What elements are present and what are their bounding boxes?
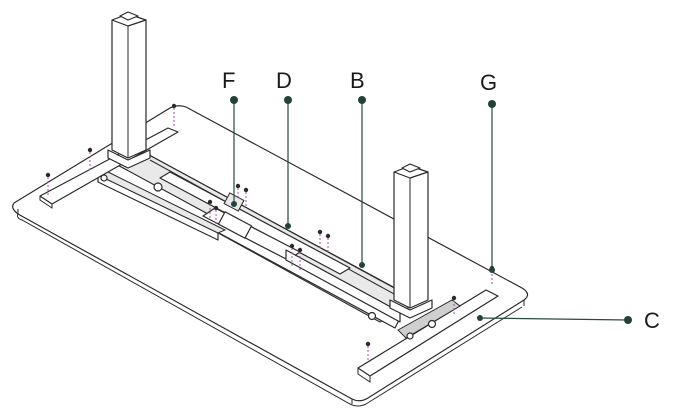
callout-b: B [350,68,366,268]
callout-c: C [477,308,660,333]
right-side-beam [285,249,401,323]
label-b: B [350,68,365,93]
right-foot [357,289,499,383]
inner-bar [159,171,351,275]
left-leg [107,11,151,169]
right-leg [389,163,433,319]
label-g: G [480,70,497,95]
label-d: D [276,68,292,93]
callout-d: D [276,68,292,229]
callout-g: G [480,70,497,273]
callout-f: F [222,68,238,207]
label-f: F [222,68,235,93]
left-side-beam [97,167,227,241]
label-c: C [644,308,660,333]
